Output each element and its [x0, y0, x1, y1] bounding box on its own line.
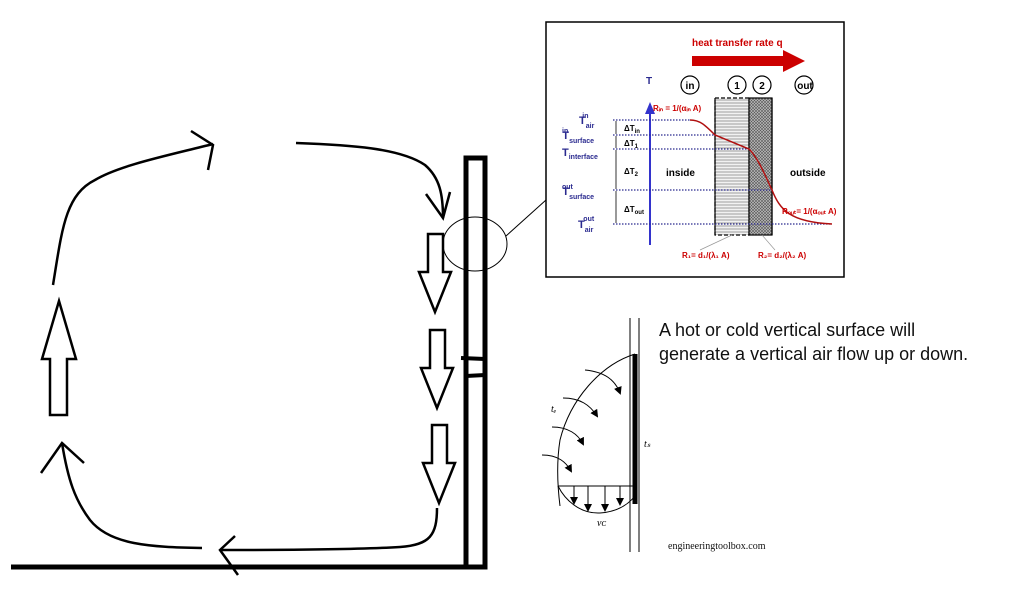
inset-title: heat transfer rate q — [692, 38, 783, 49]
label-r-out: Rₒᵤₜ= 1/(αₒᵤₜ A) — [782, 207, 837, 216]
up-arrow — [40, 296, 78, 417]
down-arrow — [417, 232, 453, 316]
label-dt-in: ΔTin — [624, 124, 640, 135]
arrowhead-top — [190, 129, 215, 171]
arrowhead-left-up — [39, 441, 85, 474]
flow-curve-bottom-right — [219, 507, 439, 552]
caption: A hot or cold vertical surface will gene… — [659, 318, 968, 366]
label-r-in: Rᵢₙ = 1/(αᵢₙ A) — [653, 104, 701, 113]
flow-curve-bottom-left — [60, 442, 203, 550]
watermark: engineeringtoolbox.com — [668, 541, 766, 552]
magnifier-connector — [505, 199, 547, 237]
t-axis-arrowhead — [645, 102, 655, 114]
label-t-surface-out: Tsurfaceout — [562, 184, 594, 201]
label-r-2: R₂= d₂/(λ₂ A) — [758, 251, 807, 260]
flow-curve-top-right — [295, 141, 445, 219]
label-vc: vᴄ — [597, 518, 606, 529]
label-outside: outside — [790, 168, 826, 179]
label-inside: inside — [666, 168, 695, 179]
zone-2-circle — [752, 75, 772, 95]
zone-out-circle — [794, 75, 814, 95]
label-te: tₑ — [551, 404, 557, 415]
zone-out-label: out — [797, 81, 813, 92]
arrowhead-bottom — [218, 535, 240, 576]
zone-in-label: in — [686, 81, 695, 92]
caption-line-2: generate a vertical air flow up or down. — [659, 344, 969, 364]
label-t-surface-in: Tsurfacein — [562, 128, 594, 145]
zone-in-circle — [680, 75, 700, 95]
temperature-profile — [689, 119, 833, 225]
wall — [463, 155, 488, 570]
magnifier-circle — [442, 216, 508, 272]
zone-2-label: 2 — [759, 81, 765, 92]
t-axis-label: T — [646, 76, 652, 87]
heat-flow-arrow — [692, 50, 805, 72]
flow-curve-top-left — [51, 142, 214, 286]
wall-joint — [465, 373, 486, 378]
caption-line-1: A hot or cold vertical surface will — [659, 320, 916, 340]
label-dt-2: ΔT2 — [624, 167, 639, 178]
zone-1-circle — [727, 75, 747, 95]
label-ts: tₛ — [644, 439, 651, 450]
layer-1 — [714, 97, 750, 236]
label-t-interface: Tinterface — [562, 147, 598, 161]
down-arrow — [419, 328, 455, 412]
heat-transfer-inset: heat transfer rate q T in 1 2 out — [545, 21, 845, 278]
arrowhead-right-down — [424, 191, 452, 221]
velocity-profile — [557, 485, 636, 514]
zone-1-label: 1 — [734, 81, 740, 92]
down-arrow — [421, 423, 457, 507]
label-dt-out: ΔTout — [624, 205, 644, 216]
label-t-air-out: Tairout — [578, 216, 595, 234]
label-r-1: R₁= d₁/(λ₁ A) — [682, 251, 730, 260]
label-dt-1: ΔT1 — [624, 139, 639, 150]
label-t-air-in: Tairin — [579, 113, 595, 130]
boundary-layer-diagram: tₑ tₛ vᴄ — [541, 318, 651, 552]
wall-joint — [460, 356, 486, 361]
